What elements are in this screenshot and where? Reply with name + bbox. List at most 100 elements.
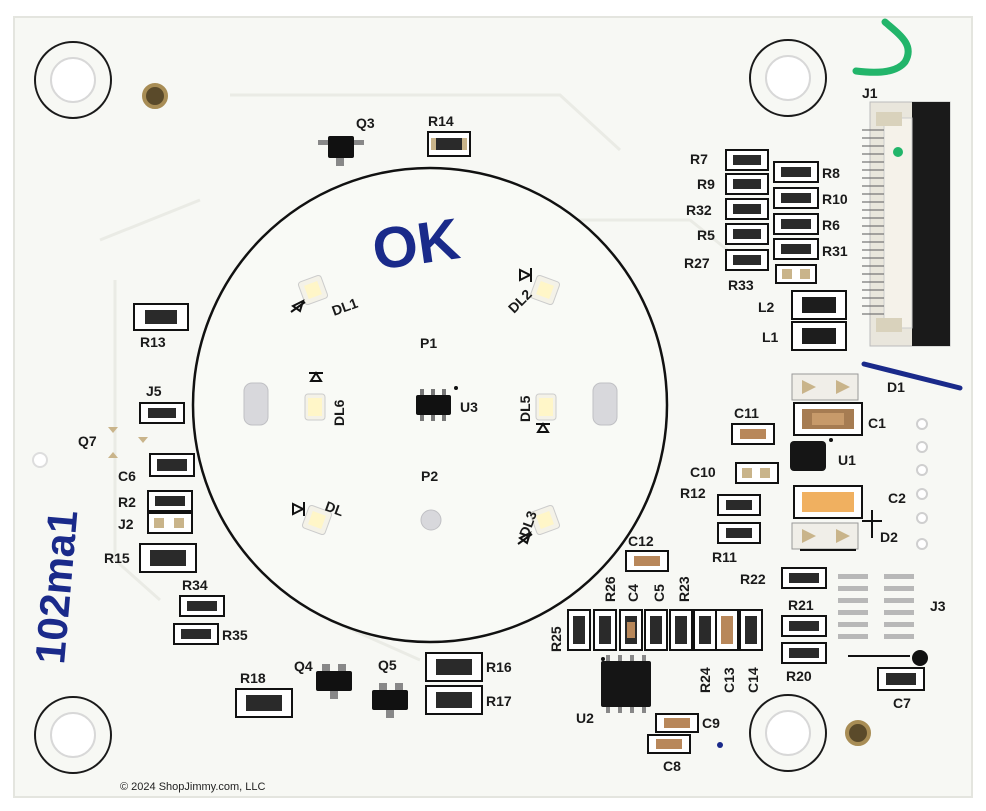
diode-d2 <box>791 522 859 551</box>
svg-text:R33: R33 <box>728 277 754 293</box>
pad-j2 <box>147 512 193 534</box>
light-window-left <box>243 382 269 426</box>
resistor-r10 <box>773 187 819 209</box>
svg-text:C9: C9 <box>702 715 720 731</box>
mounting-hole-top-right <box>749 39 827 117</box>
resistor-r24 <box>693 609 717 651</box>
svg-text:R24: R24 <box>697 667 713 693</box>
mounting-hole-bottom-right <box>749 694 827 772</box>
blue-marker-line <box>861 361 963 391</box>
resistor-r12 <box>717 494 761 516</box>
resistor-r16 <box>425 652 483 682</box>
svg-text:P1: P1 <box>420 335 437 351</box>
capacitor-c11 <box>731 423 775 445</box>
resistor-r7 <box>725 149 769 171</box>
led-dl3 <box>529 504 561 536</box>
svg-text:C8: C8 <box>663 758 681 774</box>
chip-u2 <box>601 655 651 713</box>
resistor-r20 <box>781 642 827 664</box>
via-left-small <box>32 452 48 468</box>
svg-text:Q7: Q7 <box>78 433 97 449</box>
svg-text:C13: C13 <box>721 667 737 693</box>
transistor-q3 <box>318 136 364 166</box>
svg-text:J2: J2 <box>118 516 134 532</box>
green-marker-mark <box>852 18 912 76</box>
svg-text:J3: J3 <box>930 598 946 614</box>
copyright-text: © 2024 ShopJimmy.com, LLC <box>120 781 266 793</box>
resistor-r14 <box>427 131 471 157</box>
inductor-l1 <box>791 321 847 351</box>
resistor-r21 <box>781 615 827 637</box>
resistor-r5 <box>725 223 769 245</box>
capacitor-c2 <box>793 485 863 519</box>
capacitor-c1 <box>793 402 863 436</box>
resistor-r31 <box>773 238 819 260</box>
diode-symbol-icons <box>290 268 550 545</box>
capacitor-c6 <box>149 453 195 477</box>
resistor-r11 <box>717 522 761 544</box>
svg-text:Q5: Q5 <box>378 657 397 673</box>
sensor-p2 <box>420 509 442 531</box>
test-points-right <box>916 418 928 550</box>
capacitor-c7 <box>877 667 925 691</box>
svg-text:R13: R13 <box>140 334 166 350</box>
svg-text:P2: P2 <box>421 468 438 484</box>
resistor-r25 <box>567 609 591 651</box>
pad-r33 <box>775 264 817 284</box>
pad-j5 <box>139 402 185 424</box>
svg-text:Q4: Q4 <box>294 658 313 674</box>
capacitor-c12 <box>625 550 669 572</box>
svg-text:R2: R2 <box>118 494 136 510</box>
resistor-r9 <box>725 173 769 195</box>
connector-j1 <box>862 101 951 347</box>
svg-text:R12: R12 <box>680 485 706 501</box>
handwritten-ok: OK <box>368 206 463 282</box>
svg-text:C1: C1 <box>868 415 886 431</box>
svg-text:R26: R26 <box>602 576 618 602</box>
svg-text:R16: R16 <box>486 659 512 675</box>
led-dl6 <box>304 393 326 421</box>
faint-traces <box>99 93 741 662</box>
svg-text:R10: R10 <box>822 191 848 207</box>
svg-text:J1: J1 <box>862 85 878 101</box>
via-top-left <box>142 83 168 109</box>
capacitor-c14 <box>739 609 763 651</box>
transistor-u1 <box>790 438 833 471</box>
svg-text:U1: U1 <box>838 452 856 468</box>
svg-text:R32: R32 <box>686 202 712 218</box>
transistor-q5 <box>372 683 408 718</box>
resistor-r32 <box>725 198 769 220</box>
svg-text:C14: C14 <box>745 667 761 693</box>
via-c8 <box>717 742 723 748</box>
svg-text:R35: R35 <box>222 627 248 643</box>
led-dl2 <box>529 274 561 306</box>
svg-text:R25: R25 <box>548 626 564 652</box>
mounting-hole-bottom-left <box>34 696 112 774</box>
svg-text:R8: R8 <box>822 165 840 181</box>
svg-text:R21: R21 <box>788 597 814 613</box>
green-marker-dot <box>893 147 903 157</box>
led-dl1 <box>297 274 329 306</box>
capacitor-c9 <box>655 713 699 733</box>
svg-text:DL6: DL6 <box>331 399 347 426</box>
chip-u3 <box>416 386 458 421</box>
svg-text:R7: R7 <box>690 151 708 167</box>
diode-d1 <box>791 373 859 401</box>
inductor-l2 <box>791 290 847 320</box>
svg-text:R17: R17 <box>486 693 512 709</box>
resistor-r23 <box>669 609 693 651</box>
resistor-r15 <box>139 543 197 573</box>
svg-text:R20: R20 <box>786 668 812 684</box>
resistor-r22 <box>781 567 827 589</box>
capacitor-c8 <box>647 734 691 754</box>
svg-text:J5: J5 <box>146 383 162 399</box>
svg-text:C2: C2 <box>888 490 906 506</box>
svg-text:DL5: DL5 <box>517 395 533 422</box>
svg-text:R11: R11 <box>712 549 737 565</box>
svg-text:R9: R9 <box>697 176 715 192</box>
led-dl4 <box>301 504 333 536</box>
svg-text:L2: L2 <box>758 299 775 315</box>
svg-text:R15: R15 <box>104 550 130 566</box>
mounting-hole-top-left <box>34 41 112 119</box>
